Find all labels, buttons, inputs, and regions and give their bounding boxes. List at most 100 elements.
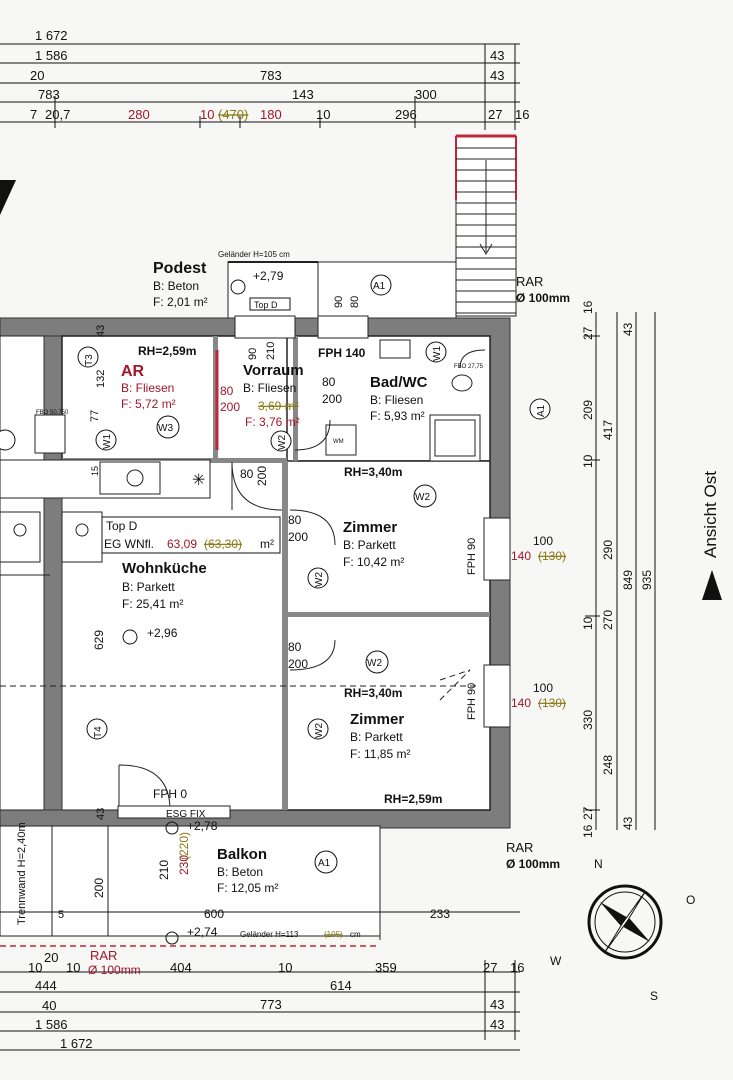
kitchen-fixtures: ✳	[0, 414, 480, 687]
dim-b-773: 773	[260, 997, 282, 1012]
level-marker-icon	[230, 279, 246, 295]
zimmer2-door-w: 80	[288, 640, 302, 654]
dim-43-left: 43	[95, 325, 107, 337]
dim-90: 90	[247, 348, 259, 360]
ar-area: F: 5,72 m²	[121, 397, 176, 411]
dim-132: 132	[95, 370, 107, 388]
vorraum-name: Vorraum	[243, 362, 304, 379]
right-dimensions: 27 16 43 209 417 10 290 849 935 10 270 3…	[581, 300, 656, 838]
dim-b-27: 27	[483, 960, 497, 975]
rdim-27b: 27	[581, 806, 595, 820]
podest-top-d: Top D	[254, 300, 278, 310]
rdim-43a: 43	[621, 322, 635, 336]
tag-w1-wk: W1	[102, 434, 113, 449]
asterisk-icon: ✳	[192, 472, 205, 489]
dim-10-red: 10	[200, 107, 214, 122]
trennwand-label: Trennwand H=2,40m	[16, 822, 28, 925]
dim-280: 280	[128, 107, 150, 122]
zimmer1-fph: FPH 90	[466, 538, 478, 575]
tag-w2-z2b: W2	[314, 723, 325, 738]
dim-180: 180	[260, 107, 282, 122]
bad-material: B: Fliesen	[370, 393, 423, 407]
room-vorraum: Vorraum B: Fliesen 80 200 3,69 m² F: 3,7…	[220, 362, 304, 486]
view-arrow-icon	[702, 570, 722, 600]
balkon-name: Balkon	[217, 846, 267, 863]
ar-material: B: Fliesen	[121, 381, 174, 395]
arrow-fragment	[0, 180, 16, 215]
podest-level: +2,79	[253, 269, 284, 283]
room-zimmer-2: RH=3,40m Zimmer B: Parkett F: 11,85 m² R…	[288, 640, 566, 806]
tag-w3: W3	[158, 423, 173, 434]
zimmer1-rh: RH=3,40m	[344, 465, 402, 479]
tag-w1-bad: W1	[432, 346, 443, 361]
ar-name: AR	[121, 363, 145, 380]
dim-10: 10	[316, 107, 330, 122]
balkon-rail: Geländer H=113	[240, 930, 299, 939]
rar-right-diameter: Ø 100mm	[506, 857, 560, 871]
tag-w2-z1b: W2	[314, 572, 325, 587]
rdim-16b: 16	[581, 824, 595, 838]
wk-area: F: 25,41 m²	[122, 597, 183, 611]
room-zimmer-1: RH=3,40m Zimmer B: Parkett F: 10,42 m² 8…	[288, 465, 566, 575]
rdim-16: 16	[581, 300, 595, 314]
rdim-290: 290	[601, 540, 615, 560]
tag-w2-z2: W2	[367, 658, 382, 669]
zimmer2-material: B: Parkett	[350, 730, 403, 744]
dim-300: 300	[415, 87, 437, 102]
zimmer1-win: 100	[533, 534, 553, 548]
zimmer1-door-h: 200	[288, 530, 308, 544]
misc-dims: 132 43 77 15 FBO 50,750 43 90 210 90 80	[36, 296, 361, 820]
vorraum-door-w: 80	[220, 384, 234, 398]
bad-name: Bad/WC	[370, 374, 428, 391]
vorraum-area-old: 3,69 m²	[258, 399, 299, 413]
dim-43-bottom: 43	[95, 808, 107, 820]
wk-wnfl-val: 63,09	[167, 537, 197, 551]
balkon-rail-old: (105)	[324, 930, 343, 939]
dim-b-20: 20	[44, 950, 58, 965]
balkon-rail-unit: cm	[350, 930, 361, 939]
dim-1672-top: 1 672	[35, 28, 68, 43]
dim-77: 77	[89, 410, 101, 422]
dim-b-1672: 1 672	[60, 1036, 93, 1051]
dim-b-40: 40	[42, 998, 56, 1013]
rar-top-diameter: Ø 100mm	[516, 291, 570, 305]
rar-bottom: RAR	[90, 948, 117, 963]
zimmer2-name: Zimmer	[350, 711, 404, 728]
dim-b-444: 444	[35, 978, 57, 993]
balkon-level-icon	[165, 821, 179, 835]
balkon-area: F: 12,05 m²	[217, 881, 278, 895]
dim-27: 27	[488, 107, 502, 122]
dim-90-stair: 90	[333, 296, 345, 308]
wk-wnfl: EG WNfl.	[104, 537, 154, 551]
zimmer1-name: Zimmer	[343, 519, 397, 536]
dim-20: 20	[30, 68, 44, 83]
tag-a1-top: A1	[373, 281, 386, 292]
dim-b-614: 614	[330, 978, 352, 993]
bath-fixtures: WM	[325, 339, 481, 462]
zimmer1-door-w: 80	[288, 513, 302, 527]
dim-43-b: 43	[490, 68, 504, 83]
wk-level-icon	[122, 629, 138, 645]
zimmer2-win-old: (130)	[538, 696, 566, 710]
compass-n: N	[594, 857, 603, 871]
wk-level: +2,96	[147, 626, 178, 640]
dim-b-10b: 10	[66, 960, 80, 975]
podest-rail: Geländer H=105 cm	[218, 250, 290, 259]
rdim-248: 248	[601, 755, 615, 775]
rdim-209: 209	[581, 400, 595, 420]
top-dimensions: 1 672 1 586 43 20 783 43 783 143 300 7 2…	[0, 28, 529, 130]
balkon	[0, 805, 520, 947]
rdim-43b: 43	[621, 816, 635, 830]
dim-b-1586: 1 586	[35, 1017, 68, 1032]
tag-t3: T3	[84, 354, 95, 366]
dim-b-10a: 10	[28, 960, 42, 975]
compass-s: S	[650, 989, 658, 1003]
dim-210: 210	[265, 342, 277, 360]
rdim-849: 849	[621, 570, 635, 590]
tag-a1-right: A1	[536, 404, 547, 417]
dim-b-359: 359	[375, 960, 397, 975]
zimmer2-rh: RH=3,40m	[344, 686, 402, 700]
balkon-220: (220)	[177, 832, 191, 860]
balkon-labels: ESG FIX +2,78 Balkon B: Beton F: 12,05 m…	[16, 809, 450, 945]
